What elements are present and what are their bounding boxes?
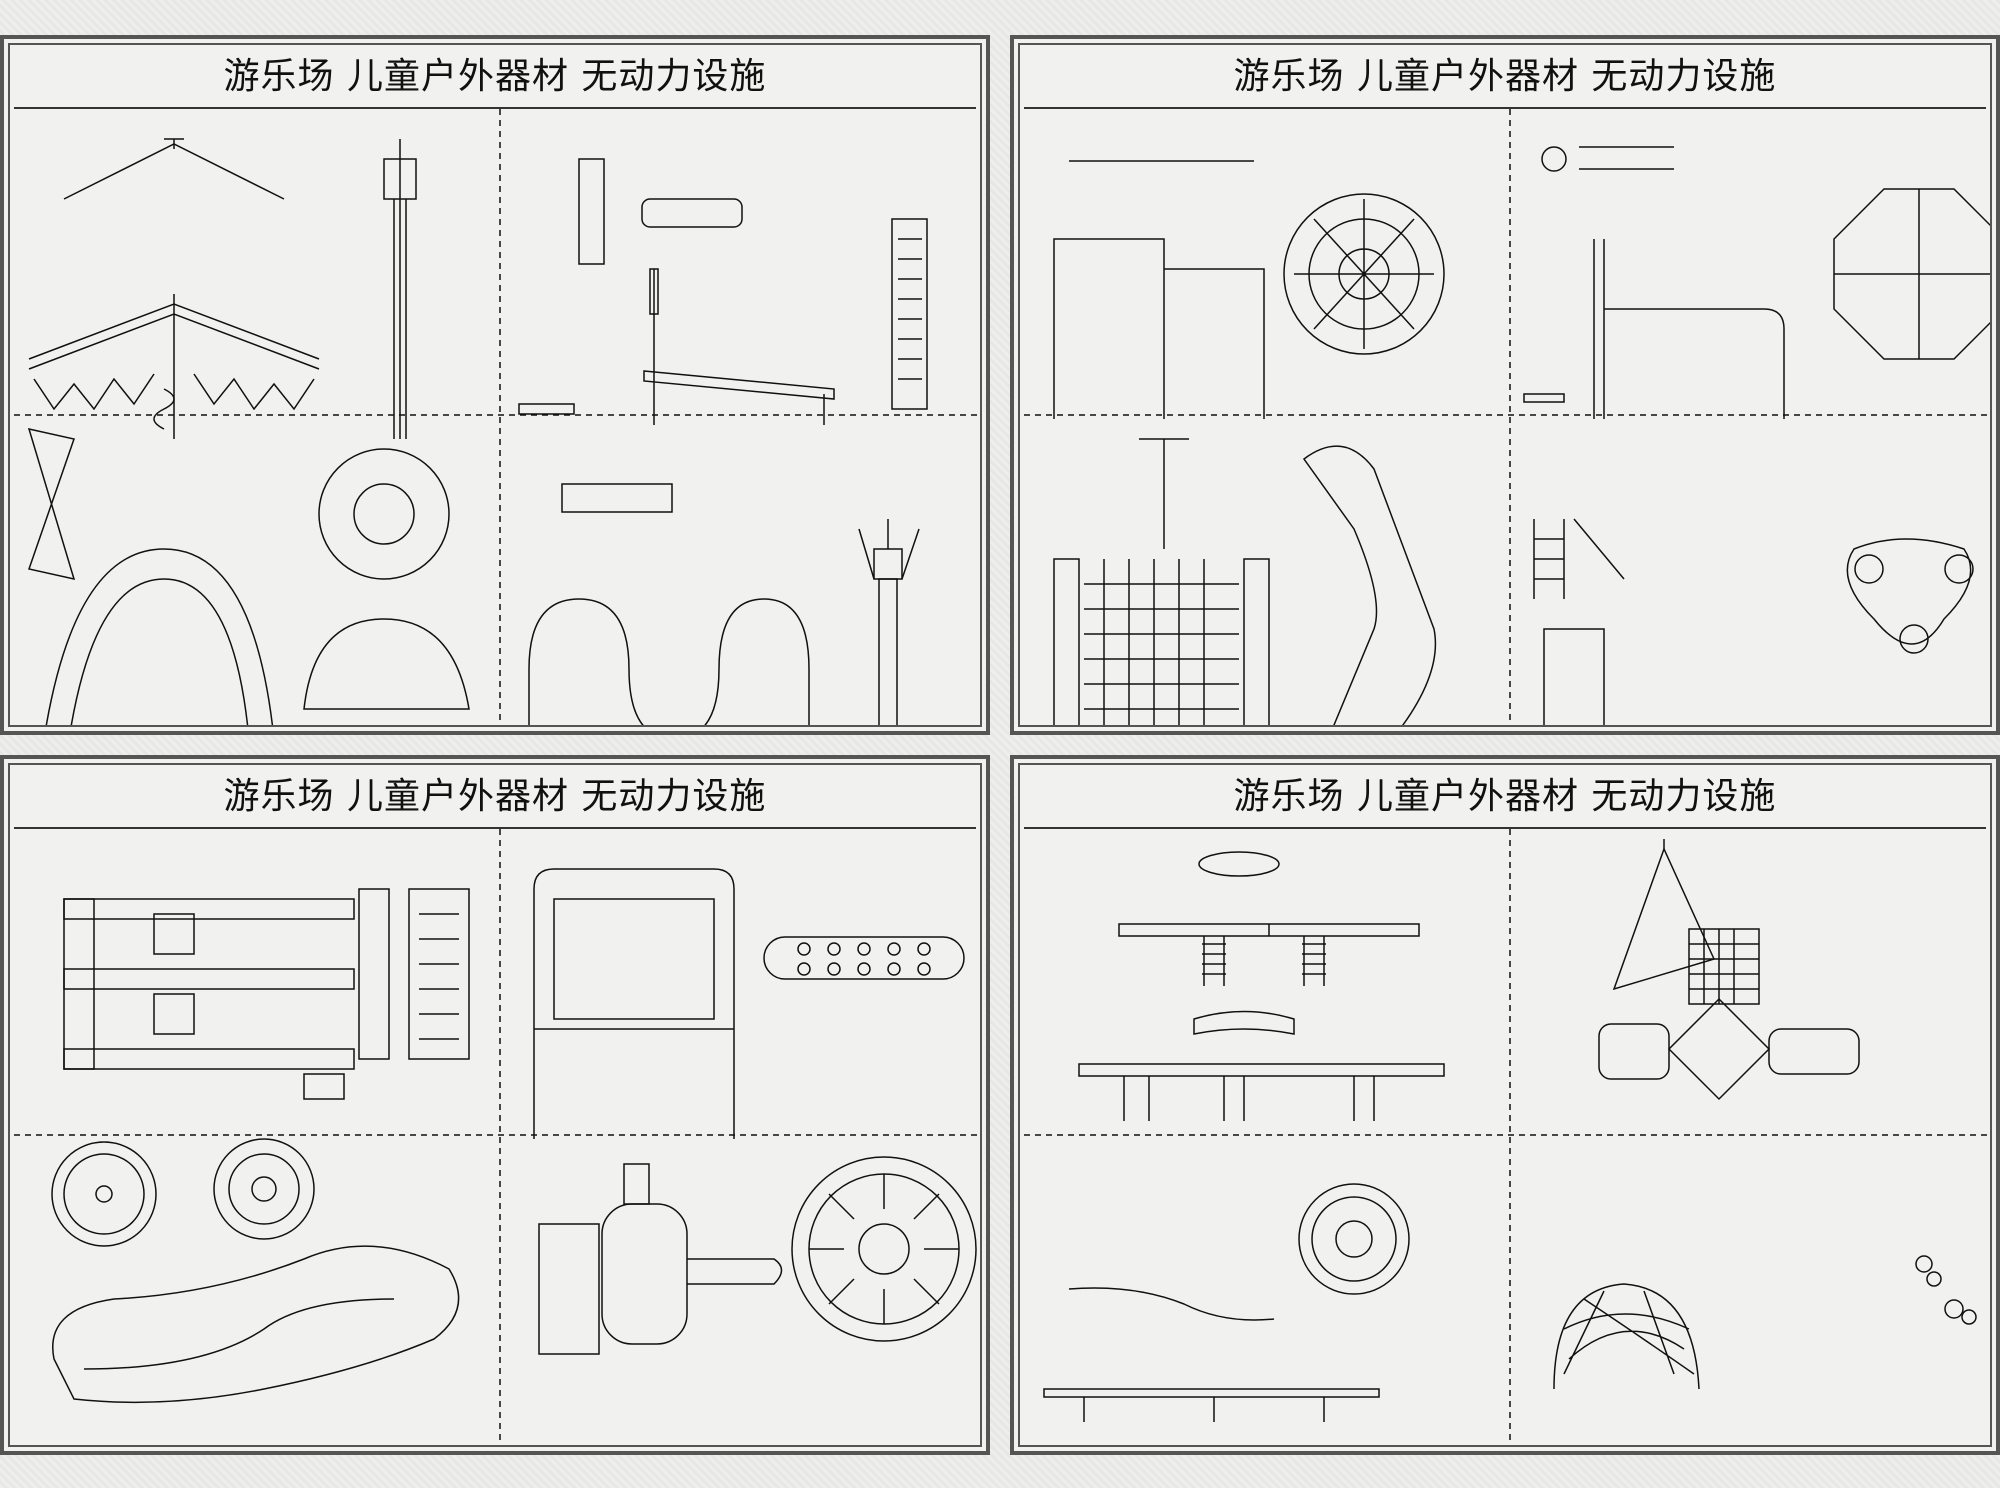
- cad-drawing-4: [1024, 829, 1990, 1445]
- panel-title: 游乐场 儿童户外器材 无动力设施: [1024, 767, 1986, 829]
- panel-title: 游乐场 儿童户外器材 无动力设施: [14, 767, 976, 829]
- drawing-panel-2: 游乐场 儿童户外器材 无动力设施: [1010, 35, 2000, 735]
- drawing-panel-3: 游乐场 儿童户外器材 无动力设施: [0, 755, 990, 1455]
- panel-title: 游乐场 儿童户外器材 无动力设施: [1024, 47, 1986, 109]
- drawing-panel-1: 游乐场 儿童户外器材 无动力设施: [0, 35, 990, 735]
- cad-drawing-2: [1024, 109, 1990, 725]
- panel-title: 游乐场 儿童户外器材 无动力设施: [14, 47, 976, 109]
- cad-drawing-1: [14, 109, 980, 725]
- drawing-panel-4: 游乐场 儿童户外器材 无动力设施: [1010, 755, 2000, 1455]
- cad-drawing-3: [14, 829, 980, 1445]
